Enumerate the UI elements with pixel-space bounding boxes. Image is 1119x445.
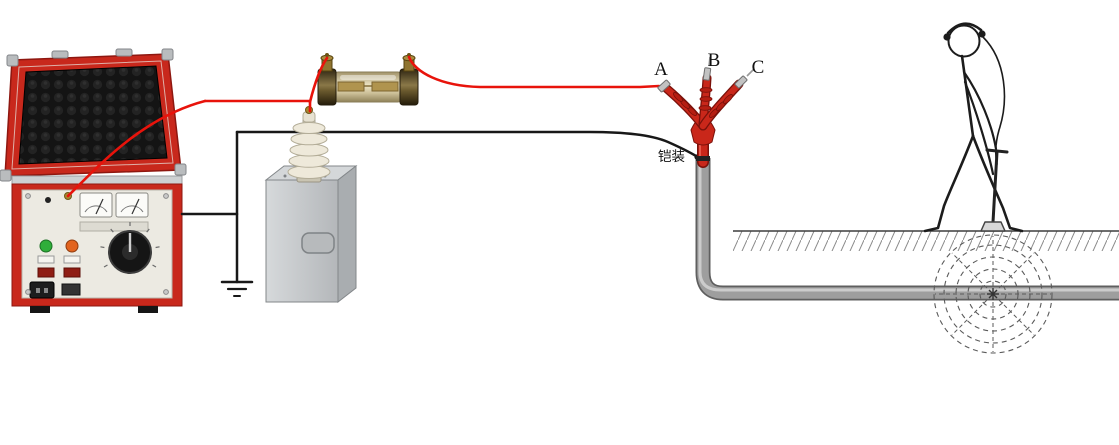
panel-label-strip [79, 221, 149, 232]
phase-c-stub [746, 68, 755, 77]
operator-arm-front [962, 70, 998, 151]
case-foot [138, 306, 158, 313]
operator-head [947, 24, 981, 58]
button-label-plate [63, 255, 81, 264]
armor-band [696, 156, 710, 161]
phase-b-lug [702, 67, 712, 81]
voltmeter [79, 192, 113, 218]
electrode-left [337, 81, 365, 92]
cable-termination [657, 56, 755, 168]
hv-lead-from-instrument [66, 99, 207, 198]
knob-scale-ticks [100, 222, 160, 268]
orange-stop-button [65, 239, 79, 253]
stress-cone-fins [673, 87, 733, 118]
flat-button [37, 267, 55, 278]
capacitor-left-terminal [320, 53, 334, 72]
phase-lugs [657, 67, 748, 93]
hv-transformer [264, 164, 358, 304]
armor-label: 铠装 [658, 149, 685, 165]
ground-hatch [733, 231, 1119, 251]
phase-c-label: C [752, 57, 765, 78]
end-cap-left [317, 68, 337, 106]
tank-side [337, 164, 357, 304]
phase-a-lug [657, 79, 671, 93]
ammeter [115, 192, 149, 218]
control-knob [100, 222, 160, 274]
fault-point-star [987, 288, 999, 300]
lid-foam [18, 65, 168, 165]
operator-arm-back [963, 80, 995, 176]
lid-latch [115, 48, 133, 57]
listening-probe [980, 148, 1009, 232]
power-inlet [29, 281, 55, 299]
lid-latch [51, 50, 69, 59]
buried-cable [695, 158, 1119, 301]
hv-wire [66, 55, 661, 198]
ground-symbol [220, 280, 254, 297]
cable-body [697, 158, 1119, 299]
operator-body [960, 54, 975, 138]
phase-a-label: A [654, 59, 668, 80]
phase-b-stub [708, 56, 711, 67]
operator-leg-front [923, 134, 975, 233]
panel-screws [25, 193, 169, 295]
hv-jumper-to-capacitor [308, 56, 329, 104]
transformer-handle [301, 232, 335, 254]
signal-ring [933, 234, 1053, 354]
sheath-return-wire [235, 130, 698, 158]
operator-leg-back [971, 134, 1024, 233]
test-instrument [0, 48, 187, 313]
panel-controls [25, 192, 169, 299]
instrument-lid [0, 48, 187, 182]
ground-wire [180, 130, 700, 297]
cable-outline [695, 158, 1119, 301]
probe-sensor [980, 221, 1006, 232]
phase-c-lug [734, 75, 748, 89]
signal-spokes [935, 236, 1051, 352]
flat-button [63, 267, 81, 278]
hv-lead-to-bushing [203, 99, 312, 113]
operator-figure [923, 22, 1024, 233]
lid-corner-caps [0, 48, 187, 182]
discharge-capacitor [317, 53, 419, 106]
glass-highlight [340, 75, 396, 80]
signal-ring [943, 244, 1043, 344]
case-rim [11, 175, 183, 185]
bushing-sheds [287, 122, 331, 179]
cable-highlight [698, 160, 1119, 292]
power-switch [61, 283, 81, 296]
headphones-icon [943, 22, 986, 41]
end-cap-right [399, 68, 419, 106]
case-foot [30, 306, 50, 313]
fault-signal-circles [933, 234, 1053, 354]
signal-ring [979, 280, 1007, 308]
button-label-plate [37, 255, 55, 264]
phase-b-label: B [708, 50, 721, 71]
green-start-button [39, 239, 53, 253]
electrode-right [371, 81, 399, 92]
hv-lead-to-phase-a [407, 55, 661, 89]
ground-surface [733, 230, 1119, 251]
toggle-switch [45, 197, 51, 203]
hv-bushing [287, 106, 331, 183]
